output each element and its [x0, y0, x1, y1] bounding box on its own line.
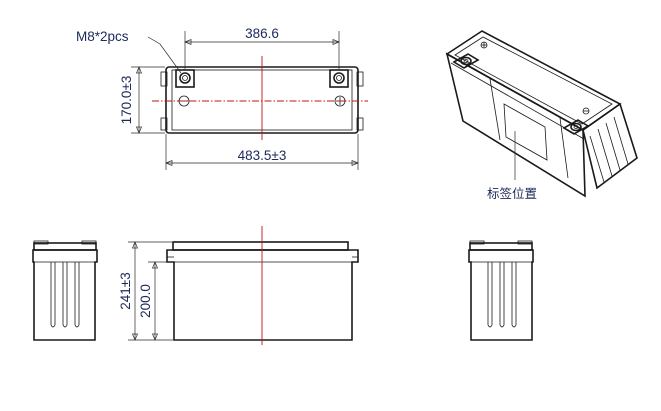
top-view: 386.6 M8*2pcs 170.0±3 483.5±3	[76, 26, 368, 170]
width-dimension: 170.0±3	[119, 76, 134, 125]
iso-front-face	[445, 52, 586, 198]
iso-label-area	[503, 103, 548, 161]
isometric-view: 标签位置	[445, 30, 638, 201]
iso-lid-top	[445, 30, 622, 131]
terminal-spacing-dimension: 386.6	[245, 26, 279, 41]
iso-plus-mark-icon	[480, 41, 488, 49]
left-side-body	[32, 249, 98, 341]
case-height-dimension: 200.0	[138, 284, 153, 318]
iso-side-face	[582, 102, 638, 190]
bolt-callout: M8*2pcs	[76, 29, 129, 44]
right-side-body	[468, 249, 534, 341]
iso-minus-mark-icon	[582, 107, 590, 115]
label-position-note: 标签位置	[487, 186, 537, 201]
front-view-body	[166, 249, 359, 341]
total-height-dimension: 241±3	[118, 272, 133, 309]
terminal-negative	[175, 69, 195, 88]
left-side-view	[32, 240, 98, 341]
iso-terminal-left	[452, 53, 480, 69]
terminal-positive	[329, 69, 349, 88]
length-dimension: 483.5±3	[238, 148, 287, 163]
right-side-view	[468, 240, 534, 341]
front-view: 241±3 200.0	[118, 226, 359, 345]
iso-terminal-right	[562, 119, 590, 135]
